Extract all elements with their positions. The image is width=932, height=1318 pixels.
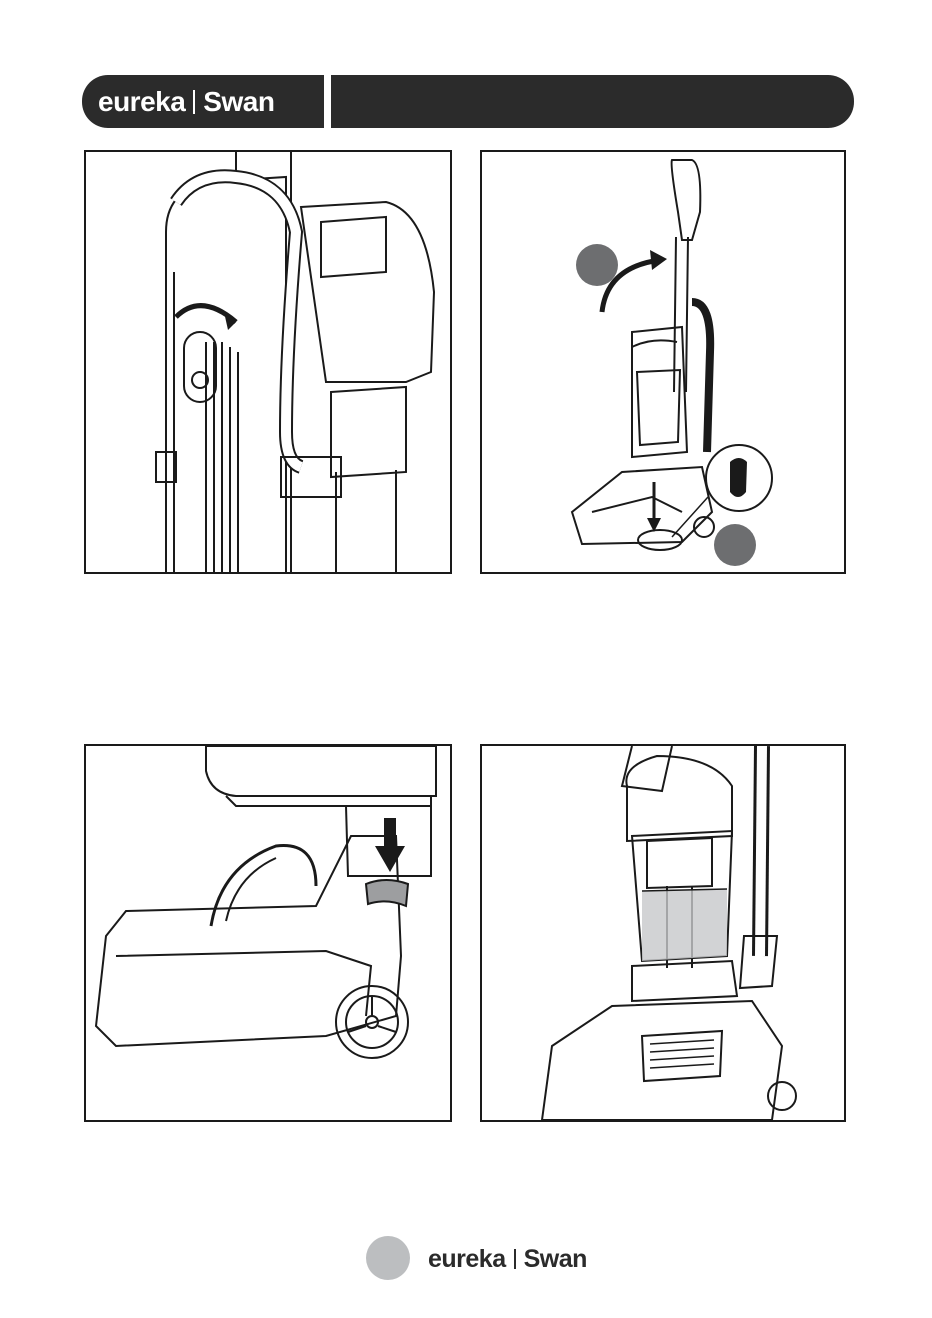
panel-hose-release	[84, 150, 452, 574]
header-brand-logo: eureka Swan	[98, 85, 274, 119]
brand-swan: Swan	[203, 86, 274, 118]
foot-pedal-illustration	[482, 152, 844, 572]
page-number-marker	[366, 1236, 410, 1280]
footer-brand-eureka: eureka	[428, 1245, 506, 1274]
brand-eureka: eureka	[98, 86, 185, 118]
panel-nozzle-lock	[84, 744, 452, 1122]
cord-hook-rotate-illustration	[86, 152, 450, 572]
panel-handle-recline	[480, 150, 846, 574]
foot-press-illustration	[86, 746, 450, 1120]
step-marker-1	[576, 244, 618, 286]
dust-cup-illustration	[482, 746, 844, 1120]
footer-brand-logo: eureka Swan	[428, 1244, 587, 1274]
header-bar	[331, 75, 854, 128]
panel-dust-cup	[480, 744, 846, 1122]
step-marker-2	[714, 524, 756, 566]
brand-separator	[193, 90, 195, 114]
footer-brand-swan: Swan	[524, 1245, 587, 1274]
footer-brand-separator	[514, 1249, 516, 1269]
